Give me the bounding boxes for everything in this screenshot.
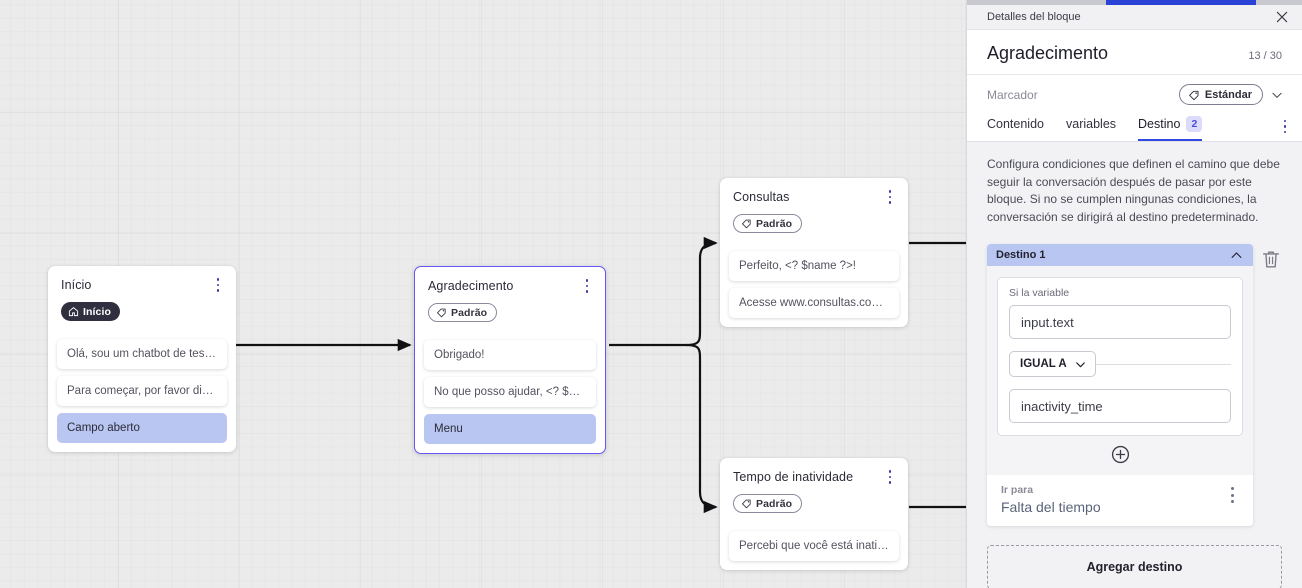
tag-icon (437, 308, 446, 318)
destination-description: Configura condiciones que definen el cam… (987, 157, 1280, 224)
node-message-row[interactable]: Campo aberto (57, 413, 227, 443)
flow-canvas[interactable]: Início Início Olá, sou um chatbot de tes… (0, 0, 966, 588)
chevron-down-icon (1075, 361, 1085, 367)
plus-circle-icon[interactable] (1111, 445, 1130, 464)
node-messages: Obrigado! No que posso ajudar, <? $name … (415, 340, 605, 453)
node-title: Tempo de inatividade (733, 470, 854, 484)
status-badge: 2 (1186, 116, 1203, 132)
progress-bar (967, 0, 1302, 5)
goto-value: Falta del tiempo (1001, 499, 1101, 515)
flow-node-consultas[interactable]: Consultas Padrão Perfeito, <? $name ?>! … (720, 178, 908, 327)
node-messages: Olá, sou um chatbot de teste! Para começ… (48, 339, 236, 452)
destination-card: Destino 1 Si la variable input.text IGUA… (987, 244, 1253, 526)
node-message-row[interactable]: Percebi que você está inativo. C... (729, 531, 899, 561)
tab-label: Destino (1138, 117, 1181, 131)
node-messages: Perfeito, <? $name ?>! Acesse www.consul… (720, 251, 908, 327)
tag-icon (1189, 90, 1199, 100)
node-menu-button[interactable] (580, 279, 594, 295)
marcador-label: Marcador (987, 87, 1038, 102)
node-menu-button[interactable] (211, 278, 225, 294)
goto-section[interactable]: Ir para Falta del tiempo (987, 475, 1253, 526)
add-destination-button[interactable]: Agregar destino (987, 545, 1282, 588)
block-details-panel: Detalles del bloque Agradecimento 13 / 3… (966, 0, 1302, 588)
compare-value-input[interactable]: inactivity_time (1009, 389, 1231, 423)
condition-label: Si la variable (1009, 287, 1070, 299)
close-icon[interactable] (1274, 9, 1290, 25)
panel-header: Detalles del bloque (967, 5, 1302, 30)
destination-header-label: Destino 1 (996, 249, 1046, 261)
node-message-row[interactable]: Perfeito, <? $name ?>! (729, 251, 899, 281)
node-tag-label: Padrão (756, 497, 793, 510)
node-header: Início Início (48, 266, 236, 332)
node-title: Início (61, 278, 92, 292)
flow-node-agradecimento[interactable]: Agradecimento Padrão Obrigado! No que po… (414, 266, 606, 454)
node-message-row[interactable]: Olá, sou um chatbot de teste! (57, 339, 227, 369)
home-icon (68, 307, 79, 317)
tab-contenido[interactable]: Contenido (987, 117, 1044, 140)
marcador-value-label: Estándar (1204, 88, 1252, 101)
destination-header[interactable]: Destino 1 (987, 244, 1253, 266)
panel-header-label: Detalles del bloque (987, 11, 1081, 23)
node-tag-badge[interactable]: Padrão (733, 214, 803, 233)
variable-input[interactable]: input.text (1009, 305, 1231, 339)
node-title: Consultas (733, 190, 790, 204)
flow-node-tempo-de-inatividade[interactable]: Tempo de inatividade Padrão Percebi que … (720, 458, 908, 570)
node-tag-label: Início (83, 305, 112, 318)
node-tag-badge[interactable]: Padrão (428, 303, 498, 322)
tabs-overflow-menu-button[interactable] (1278, 119, 1292, 136)
trash-icon[interactable] (1260, 248, 1282, 270)
operator-row: IGUAL A (1009, 347, 1231, 381)
tab-label: Contenido (987, 117, 1044, 131)
chevron-down-icon[interactable] (1270, 88, 1284, 102)
node-message-row[interactable]: No que posso ajudar, <? $name ... (424, 377, 596, 407)
node-message-row[interactable]: Obrigado! (424, 340, 596, 370)
operator-select[interactable]: IGUAL A (1009, 351, 1096, 377)
panel-body: Configura condiciones que definen el cam… (967, 142, 1302, 588)
panel-tabs: Contenido variables Destino 2 (967, 114, 1302, 142)
progress-bar-segment (1106, 0, 1256, 5)
node-header: Tempo de inatividade Padrão (720, 458, 908, 524)
condition-box: Si la variable input.text IGUAL A in (997, 277, 1243, 436)
marcador-value-pill[interactable]: Estándar (1178, 84, 1263, 105)
add-condition-row (987, 436, 1253, 475)
node-message-row[interactable]: Acesse www.consultas.com par... (729, 288, 899, 318)
tag-icon (742, 499, 751, 509)
marcador-row: Marcador Estándar (967, 75, 1302, 114)
flow-node-inicio[interactable]: Início Início Olá, sou um chatbot de tes… (48, 266, 236, 452)
node-message-row[interactable]: Menu (424, 414, 596, 444)
divider (1009, 364, 1231, 365)
node-tag-label: Padrão (451, 306, 488, 319)
node-tag-badge[interactable]: Início (61, 302, 121, 321)
tag-icon (742, 219, 751, 229)
destination-wrapper: Destino 1 Si la variable input.text IGUA… (987, 244, 1282, 526)
node-header: Consultas Padrão (720, 178, 908, 244)
goto-menu-button[interactable] (1225, 484, 1239, 507)
chevron-up-icon[interactable] (1229, 248, 1244, 263)
tab-variables[interactable]: variables (1066, 117, 1116, 140)
tab-destino[interactable]: Destino 2 (1138, 116, 1203, 141)
panel-title-row: Agradecimento 13 / 30 (967, 30, 1302, 75)
node-message-row[interactable]: Para começar, por favor digite o ... (57, 376, 227, 406)
page-title: Agradecimento (987, 43, 1109, 63)
node-header: Agradecimento Padrão (415, 267, 605, 333)
node-menu-button[interactable] (883, 190, 897, 206)
node-menu-button[interactable] (883, 470, 897, 486)
node-tag-label: Padrão (756, 217, 793, 230)
tab-label: variables (1066, 117, 1117, 131)
node-title: Agradecimento (428, 279, 514, 293)
node-messages: Percebi que você está inativo. C... (720, 531, 908, 570)
char-counter: 13 / 30 (1248, 50, 1282, 62)
node-tag-badge[interactable]: Padrão (733, 494, 803, 513)
operator-label: IGUAL A (1020, 358, 1067, 370)
goto-label: Ir para (1001, 484, 1034, 496)
